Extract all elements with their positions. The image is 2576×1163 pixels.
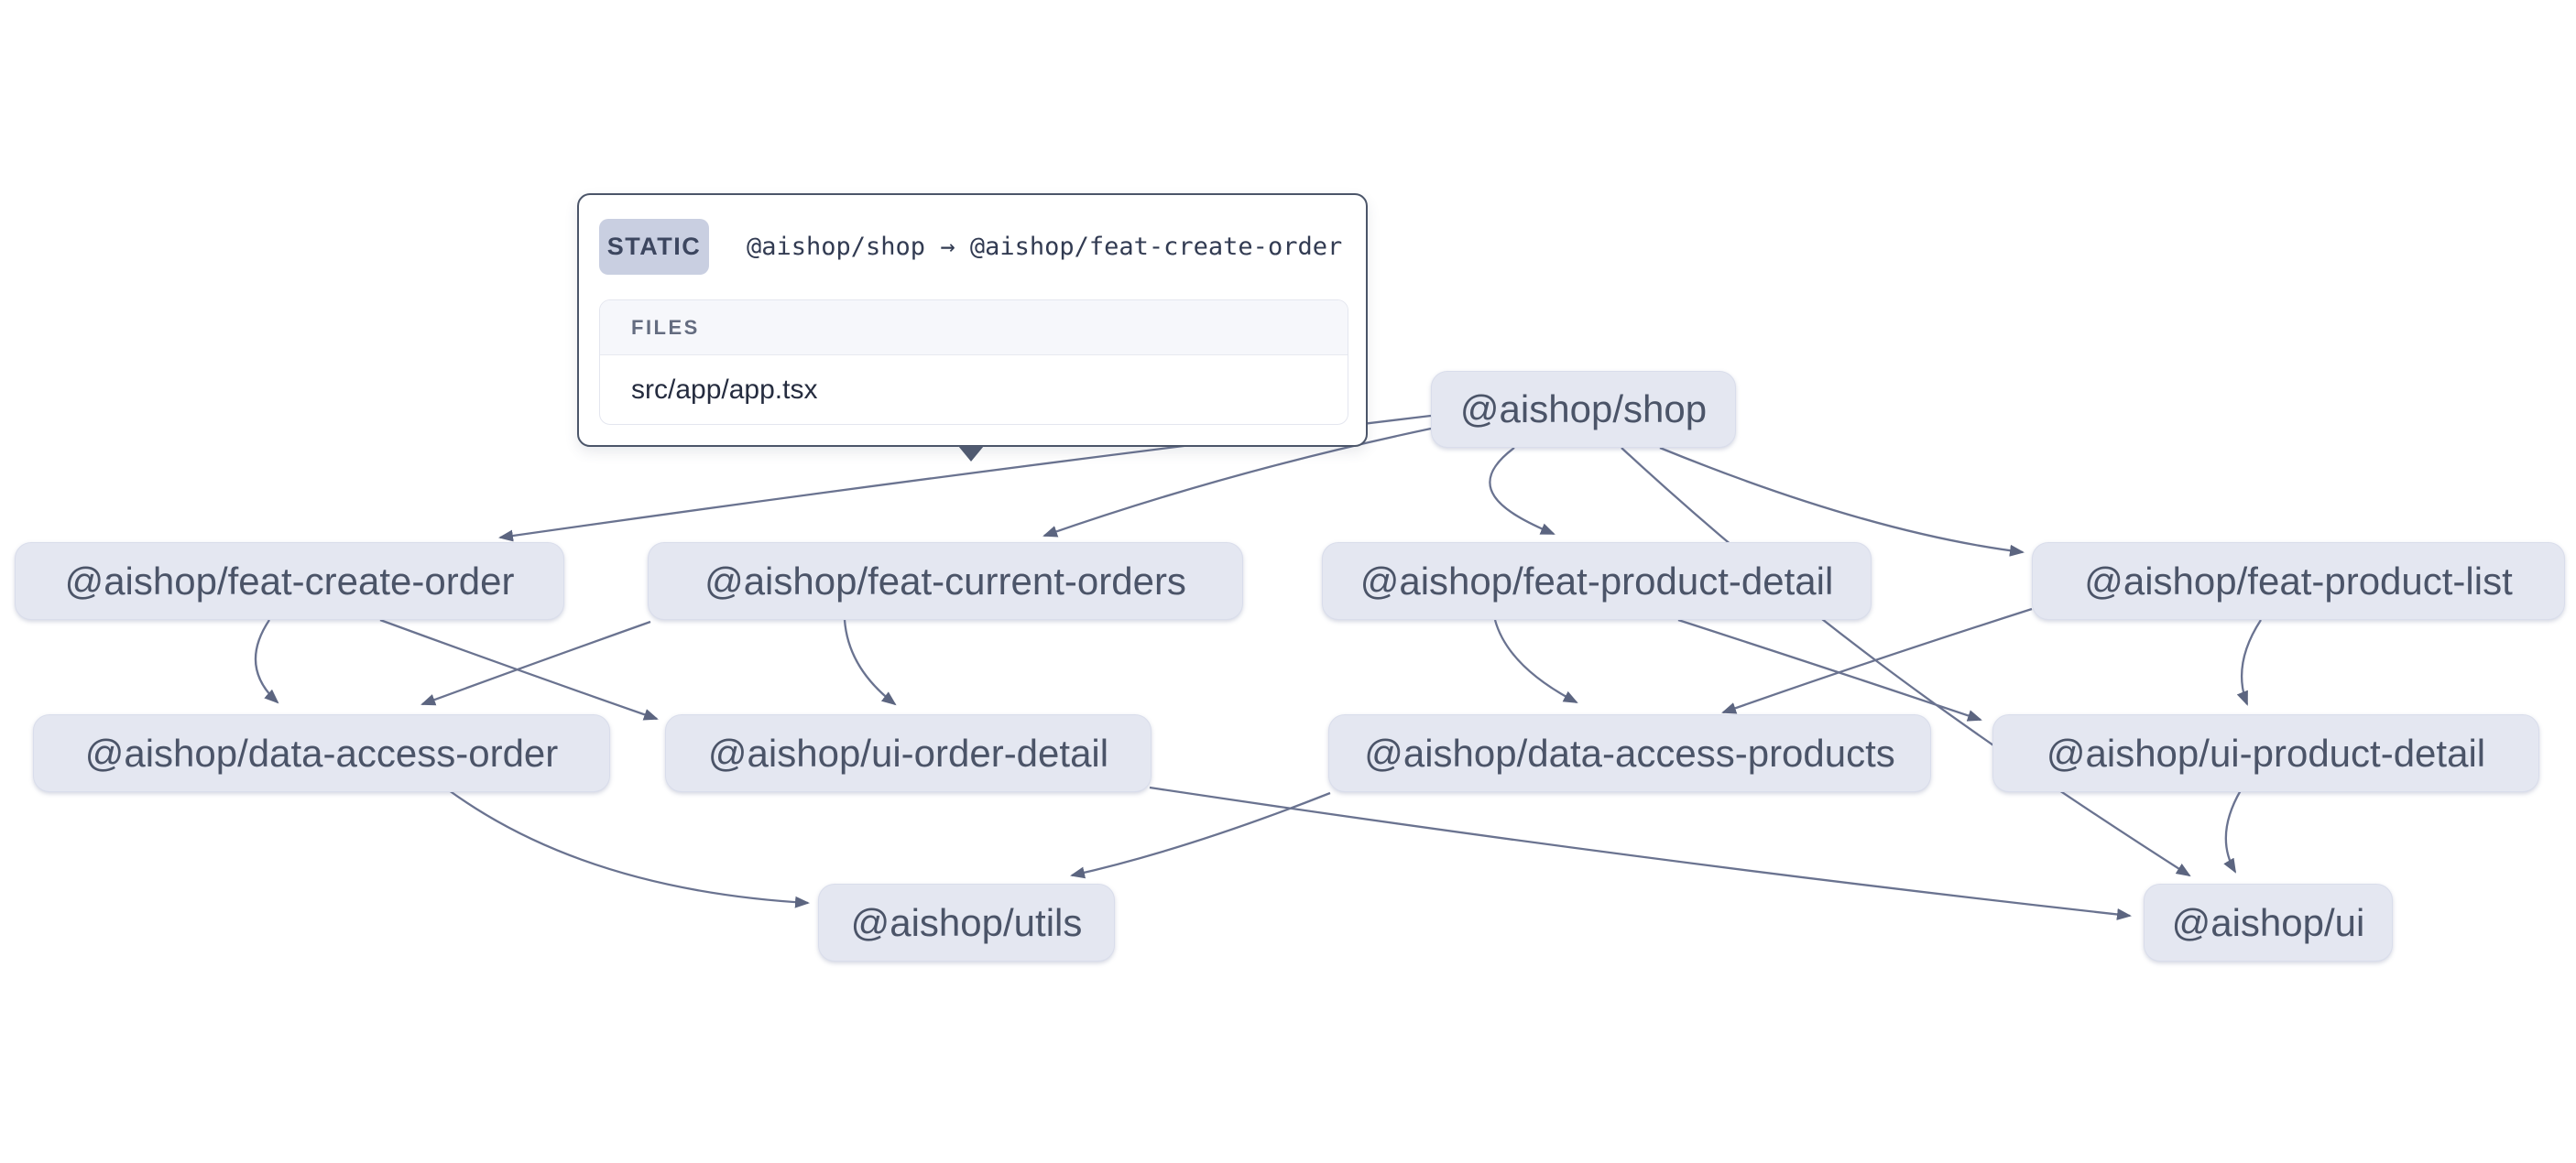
- edge-feat-current-orders-to-data-access-order[interactable]: [420, 620, 651, 706]
- edge-shop-to-feat-current-orders[interactable]: [1042, 427, 1432, 538]
- edge-ui-product-detail-to-ui[interactable]: [2223, 789, 2242, 874]
- edge-feat-product-detail-to-ui-product-detail[interactable]: [1677, 618, 1982, 722]
- edge-label: @aishop/shop → @aishop/feat-create-order: [747, 233, 1343, 261]
- tooltip-header: STATIC @aishop/shop → @aishop/feat-creat…: [599, 219, 1348, 275]
- graph-node-data-access-products[interactable]: @aishop/data-access-products: [1328, 714, 1931, 792]
- graph-node-shop[interactable]: @aishop/shop: [1431, 371, 1736, 448]
- edge-ui-order-detail-to-ui[interactable]: [1149, 786, 2132, 920]
- edge-feat-product-detail-to-data-access-products[interactable]: [1493, 619, 1578, 704]
- graph-node-utils[interactable]: @aishop/utils: [818, 884, 1115, 962]
- graph-node-ui-order-detail[interactable]: @aishop/ui-order-detail: [665, 714, 1152, 792]
- files-panel: FILES src/app/app.tsx: [599, 299, 1348, 425]
- edge-shop-to-ui[interactable]: [1621, 447, 2191, 877]
- graph-node-feat-product-list[interactable]: @aishop/feat-product-list: [2032, 542, 2565, 620]
- edge-data-access-products-to-utils[interactable]: [1070, 791, 1331, 879]
- edge-feat-create-order-to-data-access-order[interactable]: [254, 619, 279, 704]
- file-list-item[interactable]: src/app/app.tsx: [631, 374, 818, 405]
- edge-shop-to-feat-product-list[interactable]: [1659, 446, 2025, 557]
- edge-feat-product-list-to-ui-product-detail[interactable]: [2236, 619, 2262, 706]
- graph-node-ui[interactable]: @aishop/ui: [2144, 884, 2393, 962]
- edge-feat-product-list-to-data-access-products[interactable]: [1721, 607, 2033, 714]
- edge-type-badge: STATIC: [599, 219, 709, 275]
- graph-node-feat-create-order[interactable]: @aishop/feat-create-order: [15, 542, 564, 620]
- edge-data-access-order-to-utils[interactable]: [448, 789, 810, 908]
- edge-tooltip: STATIC @aishop/shop → @aishop/feat-creat…: [577, 193, 1368, 447]
- graph-node-feat-current-orders[interactable]: @aishop/feat-current-orders: [648, 542, 1243, 620]
- graph-node-data-access-order[interactable]: @aishop/data-access-order: [33, 714, 610, 792]
- edge-feat-current-orders-to-ui-order-detail[interactable]: [843, 619, 897, 706]
- files-panel-title: FILES: [600, 300, 1348, 355]
- edge-shop-to-feat-product-detail[interactable]: [1489, 447, 1555, 536]
- graph-node-ui-product-detail[interactable]: @aishop/ui-product-detail: [1992, 714, 2539, 792]
- tooltip-pointer-icon: [958, 446, 984, 462]
- graph-node-feat-product-detail[interactable]: @aishop/feat-product-detail: [1322, 542, 1872, 620]
